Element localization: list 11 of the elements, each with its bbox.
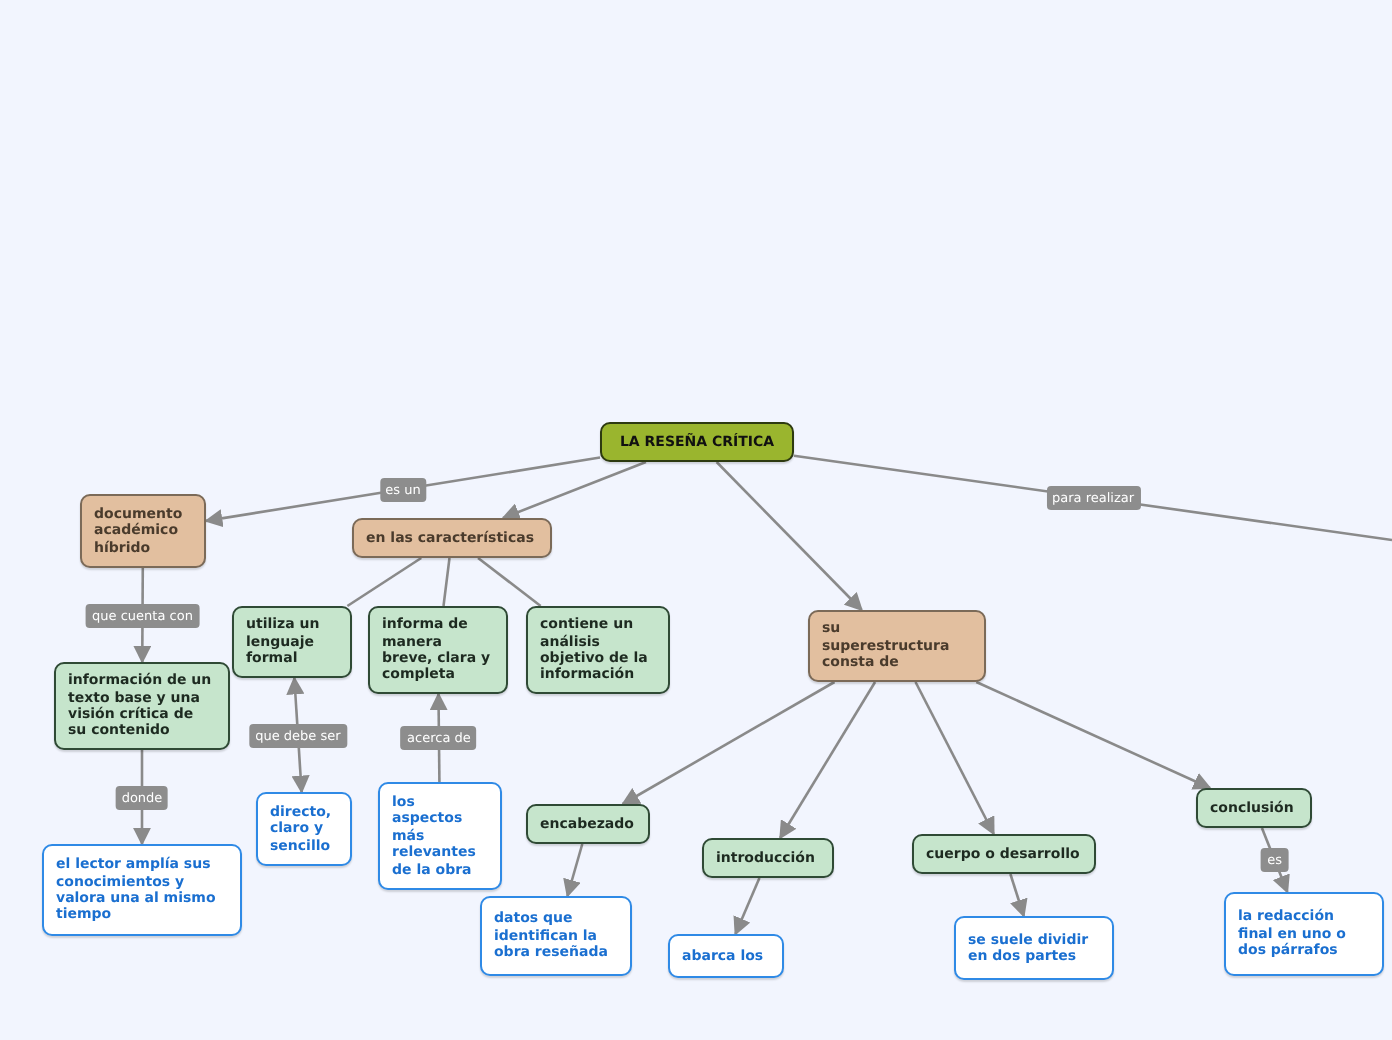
connector-arrow [733, 877, 761, 936]
connector-arrow [975, 680, 1212, 790]
connector-arrow [1260, 827, 1290, 894]
connector-arrow [1009, 873, 1028, 918]
connector-arrow [779, 681, 877, 840]
connector-arrow [563, 843, 584, 898]
connector-arrow [501, 460, 647, 521]
connector-arrow [914, 681, 995, 836]
connector-arrow [204, 456, 601, 528]
connector-arrow [621, 680, 836, 806]
connector-arrow [715, 461, 863, 612]
